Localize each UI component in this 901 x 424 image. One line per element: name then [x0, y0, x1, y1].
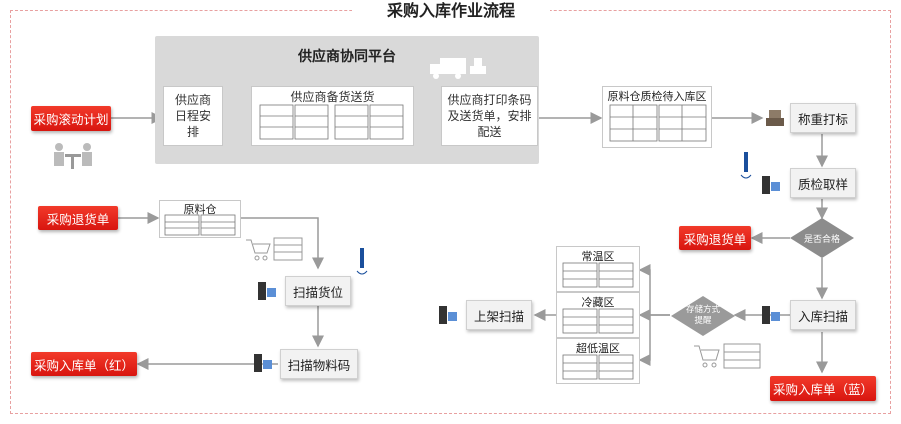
zone-normal-label: 常温区	[581, 250, 615, 263]
inbound-scan-node: 入库扫描	[790, 300, 856, 330]
supplier-prepare-label: 供应商备货送货	[290, 90, 375, 104]
shelf-rack-icon	[562, 354, 634, 380]
platform-title: 供应商协同平台	[298, 49, 396, 65]
zone-frozen-label: 超低温区	[576, 342, 620, 355]
decision-label: 是否合格	[803, 235, 840, 245]
weigh-label-node: 称重打标	[790, 103, 856, 133]
supplier-print-node: 供应商打印条码及送货单，安排配送	[441, 86, 538, 146]
delivery-truck-icon	[428, 54, 488, 80]
shelf-scan-node: 上架扫描	[466, 300, 532, 330]
supplier-schedule-node: 供应商日程安排	[163, 86, 223, 146]
arrow-hint-to-normal	[638, 264, 670, 316]
shelf-rack-icon	[562, 262, 634, 288]
storage-hint-diamond	[671, 296, 735, 336]
rfid-antenna-icon	[740, 150, 752, 182]
return-order-right-node: 采购退货单	[679, 226, 751, 250]
inspection-area-label: 原料仓质检待入库区	[607, 90, 707, 103]
arrow-hint-to-frozen	[638, 315, 651, 366]
shelf-rack-icon	[562, 308, 634, 334]
shopping-cart-icon	[244, 236, 304, 262]
rfid-antenna-icon	[356, 246, 368, 278]
diagram-title: 采购入库作业流程	[352, 0, 550, 22]
arrow-raw-to-scan-location	[240, 217, 324, 270]
decision-diamond	[790, 218, 854, 258]
handheld-scanner-icon	[256, 280, 278, 302]
scan-material-node: 扫描物料码	[280, 349, 358, 379]
shopping-cart-icon	[692, 342, 762, 370]
handheld-scanner-icon	[760, 304, 782, 326]
inbound-red-node: 采购入库单（红）	[31, 352, 137, 376]
zone-cold-label: 冷藏区	[581, 296, 615, 309]
shelf-rack-icon	[609, 104, 707, 142]
handheld-scanner-icon	[437, 304, 459, 326]
weighing-scale-icon	[764, 106, 786, 128]
shelf-rack-icon	[259, 104, 404, 140]
sampling-node: 质检取样	[790, 168, 856, 198]
scan-location-node: 扫描货位	[285, 276, 351, 306]
return-order-left-node: 采购退货单	[38, 206, 118, 230]
inbound-blue-node: 采购入库单（蓝）	[770, 376, 876, 401]
rolling-plan-node: 采购滚动计划	[31, 106, 111, 131]
handheld-scanner-icon	[252, 352, 274, 374]
raw-warehouse-label: 原料仓	[183, 203, 217, 216]
shelf-rack-icon	[164, 214, 236, 236]
people-at-desk-icon	[52, 142, 94, 170]
storage-hint-label: 存储方式提醒	[685, 305, 720, 326]
handheld-scanner-icon	[760, 174, 782, 196]
